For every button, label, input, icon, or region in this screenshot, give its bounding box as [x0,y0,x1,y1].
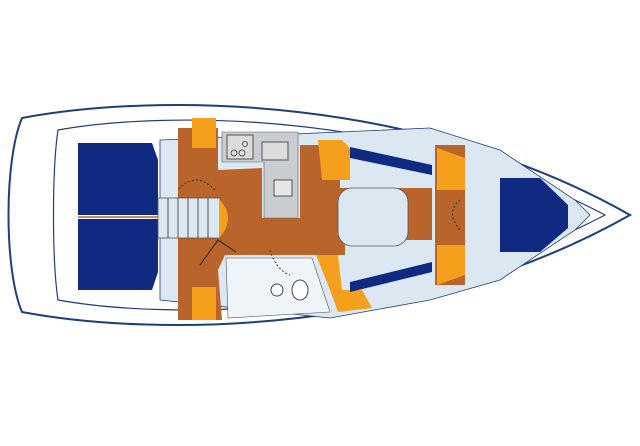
wet-locker-icon [437,148,465,190]
saloon-wood-floor [178,128,432,320]
wet-locker-icon [437,245,465,285]
sink-icon [261,141,289,161]
port-settee-backrest [350,147,432,175]
toilet-icon [291,279,309,301]
aft-cabin-starboard-berth [78,219,158,290]
stove-icon [226,134,254,160]
wet-locker-icon [192,287,216,320]
aft-cabin-port-berth [78,143,158,215]
saloon-seat-locker [318,140,350,180]
saloon-table [337,187,409,247]
starboard-settee-backrest [350,262,432,292]
companionway-stairs-icon [157,197,228,239]
door-swing [177,179,216,191]
washbasin-icon [270,283,284,297]
forward-cabin-berth [500,178,568,252]
wet-locker-icon [192,118,216,148]
saloon-seat-locker [316,255,372,312]
fridge-hatch [273,179,293,197]
door-swing [199,239,237,266]
